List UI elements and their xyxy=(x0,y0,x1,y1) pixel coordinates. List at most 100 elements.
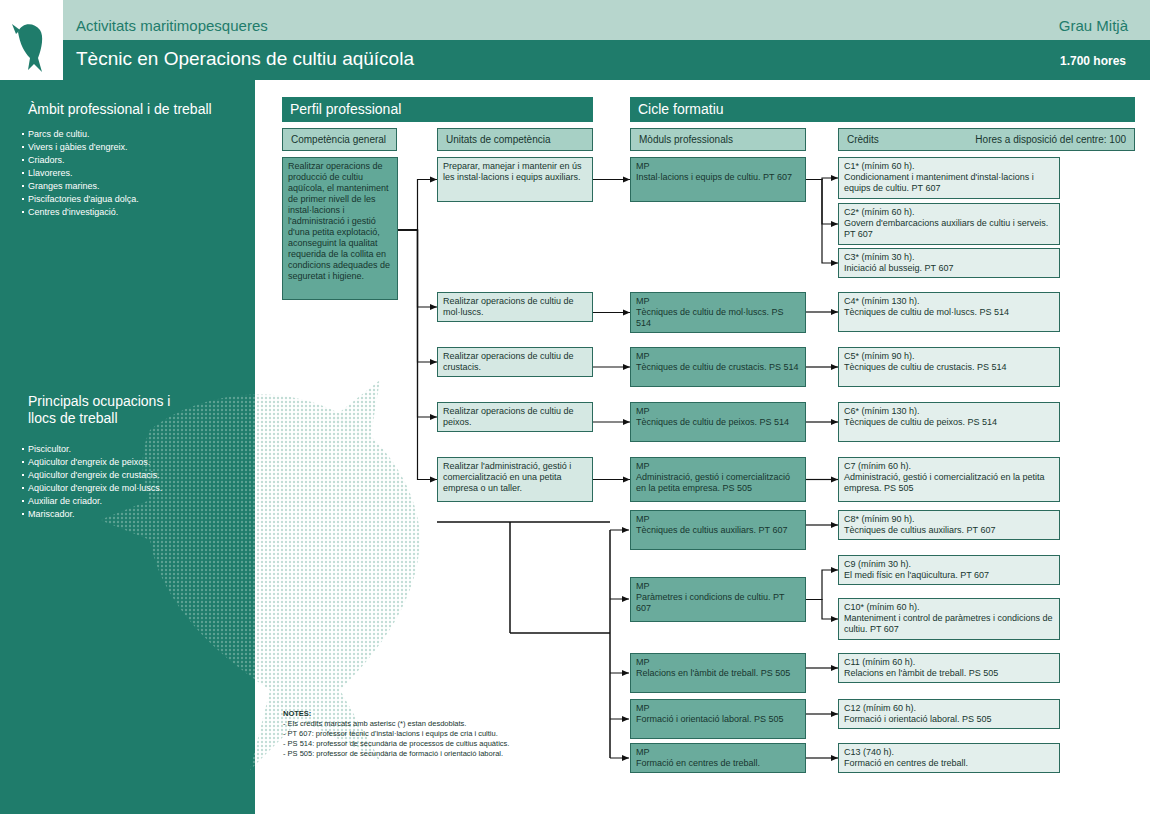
node-text: Formació en centres de treball. xyxy=(844,758,1054,769)
module-box: MPFormació i orientació laboral. PS 505 xyxy=(630,699,806,739)
bullet-dot xyxy=(22,185,24,187)
node-text: MP xyxy=(636,514,800,525)
panel-heading: Àmbit professional i de treball xyxy=(28,101,212,117)
bullet-dot xyxy=(22,146,24,148)
module-box: MPParàmetres i condicions de cultiu. PT … xyxy=(630,577,806,622)
logo-fish xyxy=(18,24,42,72)
node-text: Realitzar l'administració, gestió i come… xyxy=(443,461,587,494)
list-text: Aqüicultor d'engreix de crustacis. xyxy=(28,470,160,480)
title-band xyxy=(63,40,1150,80)
node-text: C6* (mínim 130 h). xyxy=(844,406,1054,417)
panel-heading: Principals ocupacions i llocs de treball xyxy=(28,393,188,427)
credit-box: C11 (mínim 60 h).Relacions en l'àmbit de… xyxy=(838,653,1060,683)
connector-arrow xyxy=(593,366,630,367)
hours-label: 1.700 hores xyxy=(1060,54,1126,68)
list-text: Mariscador. xyxy=(28,509,75,519)
connector-arrow xyxy=(806,180,838,264)
module-box: MPAdministració, gestió i comercialitzac… xyxy=(630,457,806,502)
list-item: Mariscador. xyxy=(22,508,75,520)
node-text: C1* (mínim 60 h). xyxy=(844,161,1054,172)
node-text: Crèdits xyxy=(847,133,879,146)
node-text: Tècniques de cultiu de mol·luscs. PS 514 xyxy=(844,307,1054,318)
node-text: MP xyxy=(636,351,800,362)
module-box: MPTècniques de cultiu de peixos. PS 514 xyxy=(630,402,806,442)
node-text: Tècniques de cultiu de crustacis. PS 514 xyxy=(636,362,800,373)
bullet-dot xyxy=(22,474,24,476)
node-text: MP xyxy=(636,296,800,307)
node-text: C12 (mínim 60 h). xyxy=(844,703,1054,714)
node-text: Realitzar operacions de producció de cul… xyxy=(288,161,392,282)
node-text: Formació i orientació laboral. PS 505 xyxy=(844,714,1054,725)
unit-box: Realitzar operacions de cultiu de mol·lu… xyxy=(437,292,593,322)
list-text: Aqüicultor d'engreix de mol·luscs. xyxy=(28,483,162,493)
module-box: MPTècniques de cultius auxiliars. PT 607 xyxy=(630,510,806,550)
node-text: C8* (mínim 90 h). xyxy=(844,514,1054,525)
bullet-dot xyxy=(22,211,24,213)
node-text: C9 (mínim 30 h). xyxy=(844,559,1054,570)
node-text: MP xyxy=(636,161,800,172)
node-text: Tècniques de cultiu de crustacis. PS 514 xyxy=(844,362,1054,373)
node-text: Tècniques de cultiu de peixos. PS 514 xyxy=(636,417,800,428)
node-text: Condicionament i manteniment d'instal·la… xyxy=(844,172,1054,194)
connector-arrow xyxy=(806,366,838,367)
credit-box: C10* (mínim 60 h).Manteniment i control … xyxy=(838,598,1060,640)
node-text: Administració, gestió i comercialització… xyxy=(636,472,800,494)
list-text: Auxiliar de criador. xyxy=(28,496,102,506)
module-box: MPInstal·lacions i equips de cultiu. PT … xyxy=(630,157,806,202)
bullet-dot xyxy=(22,487,24,489)
module-box: MPRelacions en l'àmbit de treball. PS 50… xyxy=(630,653,806,693)
note-text: - PS 514: professor de secundària de pro… xyxy=(283,739,509,749)
unit-box: Realitzar l'administració, gestió i come… xyxy=(437,457,593,502)
list-item: Auxiliar de criador. xyxy=(22,495,102,507)
column-header: Unitats de competència xyxy=(437,128,593,151)
credit-box: C4* (mínim 130 h).Tècniques de cultiu de… xyxy=(838,292,1060,332)
competence-box: Realitzar operacions de producció de cul… xyxy=(282,157,398,300)
bullet-dot xyxy=(22,448,24,450)
module-box: MPFormació en centres de treball. xyxy=(630,743,806,773)
note-text: - PS 505: professor de secundària de for… xyxy=(283,749,503,759)
credit-box: C12 (mínim 60 h).Formació i orientació l… xyxy=(838,699,1060,729)
list-text: Piscifactories d'aigua dolça. xyxy=(28,194,139,204)
connector-arrow xyxy=(806,713,838,714)
bullet-dot xyxy=(22,461,24,463)
list-text: Granges marines. xyxy=(28,181,100,191)
list-item: Granges marines. xyxy=(22,180,100,192)
node-text: Iniciació al busseig. PT 607 xyxy=(844,263,1054,274)
node-text: Formació en centres de treball. xyxy=(636,758,800,769)
bullet-dot xyxy=(22,172,24,174)
list-text: Centres d'investigació. xyxy=(28,207,118,217)
unit-box: Preparar, manejar i mantenir en ús les i… xyxy=(437,157,593,202)
node-text: Relacions en l'àmbit de treball. PS 505 xyxy=(636,668,800,679)
bullet-dot xyxy=(22,198,24,200)
node-text: C13 (740 h). xyxy=(844,747,1054,758)
credit-box: C2* (mínim 60 h).Govern d'embarcacions a… xyxy=(838,203,1060,245)
node-text: Cicle formatiu xyxy=(638,100,1127,118)
list-text: Aqüicultor d'engreix de peixos. xyxy=(28,457,150,467)
list-item: Centres d'investigació. xyxy=(22,206,118,218)
branch-arrows xyxy=(610,530,629,758)
column-header: Crèdits Hores a disposició del centre: 10… xyxy=(838,128,1135,151)
note-text: - PT 607: professor tècnic d'instal·laci… xyxy=(283,729,498,739)
node-text: C5* (mínim 90 h). xyxy=(844,351,1054,362)
node-text: Realitzar operacions de cultiu de peixos… xyxy=(443,406,587,428)
credit-box: C9 (mínim 30 h).El medi físic en l'aqüic… xyxy=(838,555,1060,585)
node-text: C4* (mínim 130 h). xyxy=(844,296,1054,307)
node-text: Tècniques de cultiu de mol·luscs. PS 514 xyxy=(636,307,800,329)
node-text: Hores a disposició del centre: 100 xyxy=(975,133,1126,146)
connector-arrow xyxy=(806,570,838,600)
node-text: Administració, gestió i comercialització… xyxy=(844,472,1054,494)
node-text: Instal·lacions i equips de cultiu. PT 60… xyxy=(636,172,800,183)
connector-arrow xyxy=(806,479,838,480)
node-text: MP xyxy=(636,657,800,668)
node-text: C3* (mínim 30 h). xyxy=(844,252,1054,263)
header-label: Activitats maritimopesqueres xyxy=(76,17,268,34)
section-band: Perfil professional xyxy=(282,97,593,122)
header-label: Grau Mitjà xyxy=(1059,17,1128,34)
module-box: MPTècniques de cultiu de mol·luscs. PS 5… xyxy=(630,292,806,333)
logo-ground xyxy=(0,0,63,80)
credit-box: C3* (mínim 30 h).Iniciació al busseig. P… xyxy=(838,248,1060,278)
list-item: Aqüicultor d'engreix de peixos. xyxy=(22,456,150,468)
connector-arrow xyxy=(398,180,437,231)
list-item: Criadors. xyxy=(22,154,65,166)
